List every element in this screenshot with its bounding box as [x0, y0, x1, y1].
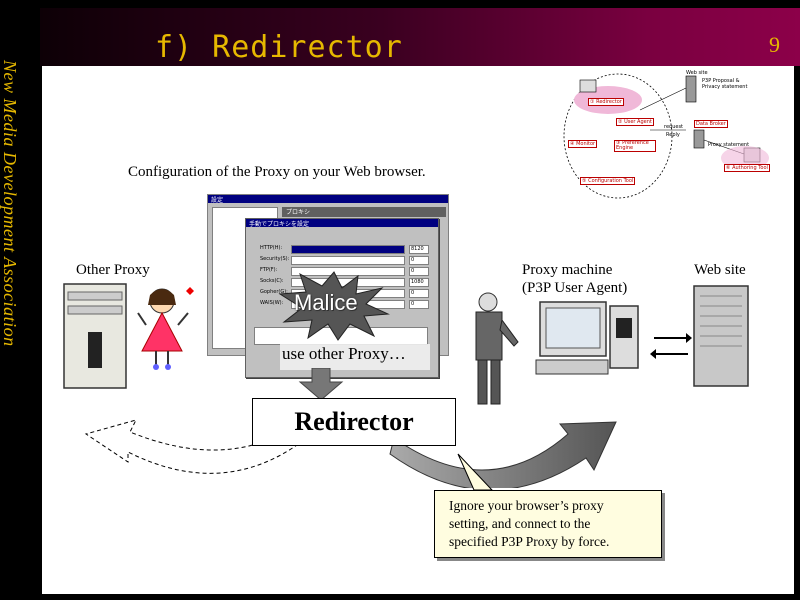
mini-authoring: ⑥ Authoring Tool — [724, 164, 770, 172]
mini-p3p: P3P Proposal & Privacy statement — [702, 78, 748, 90]
page-number: 9 — [769, 32, 780, 57]
solid-curved-arrow-icon — [389, 421, 617, 488]
callout-box: Ignore your browser’s proxy setting, and… — [434, 490, 662, 558]
proxy-row-http[interactable]: HTTP(H): 8120 — [254, 245, 429, 254]
mini-monitor: ④ Monitor — [568, 140, 598, 148]
mini-computer-icon — [579, 79, 597, 93]
proxy-machine-computer-icon — [535, 301, 639, 375]
mini-proxy-statement: Proxy statement — [708, 142, 750, 148]
proxy-row-security[interactable]: Security(S): 0 — [254, 256, 429, 265]
organization-label: New Media Development Association — [0, 60, 20, 347]
mini-preference: ③ Preference Engine — [614, 140, 656, 152]
mini-reply: Reply — [666, 132, 680, 138]
sidebar: New Media Development Association — [0, 0, 40, 600]
proxy-machine-label-1: Proxy machine — [522, 262, 613, 278]
callout-pointer — [457, 453, 494, 491]
mini-request: request — [664, 124, 684, 130]
use-other-bg — [280, 344, 430, 370]
manual-proxy-title: 手動でプロキシを設定 — [246, 219, 438, 228]
dashed-curved-arrow-icon — [84, 419, 305, 474]
slide-title: f) Redirector — [155, 30, 403, 65]
malice-starburst-icon — [278, 271, 390, 341]
mini-server-icon — [685, 75, 697, 103]
bidirectional-arrows-icon — [650, 333, 692, 359]
mini-redirector: ① Redirector — [588, 98, 624, 106]
config-caption: Configuration of the Proxy on your Web b… — [128, 164, 426, 180]
mini-config-tool: ⑤ Configuration Tool — [580, 177, 636, 185]
mini-data-broker: Data Broker — [694, 120, 728, 128]
manual-proxy-dialog: 手動でプロキシを設定 HTTP(H): 8120 Security(S): 0 … — [245, 218, 439, 378]
mini-website: Web site — [686, 70, 708, 76]
callout-line-2: setting, and connect to the — [449, 516, 591, 531]
other-proxy-server-icon — [63, 283, 127, 389]
web-server-icon — [693, 285, 749, 387]
malice-label: Malice — [294, 290, 358, 315]
web-site-label: Web site — [694, 262, 746, 278]
proxy-tab[interactable]: プロキシ — [282, 207, 446, 217]
mini-user-agent: ② User Agent — [616, 118, 654, 126]
proxy-machine-label-2: (P3P User Agent) — [522, 280, 628, 296]
dialog-title: 設定 — [208, 195, 448, 204]
down-arrow-icon — [298, 368, 344, 400]
redirector-box: Redirector — [252, 398, 456, 446]
callout-line-1: Ignore your browser’s proxy — [449, 498, 604, 513]
use-other-proxy-label: use other Proxy… — [282, 344, 406, 363]
other-proxy-label: Other Proxy — [76, 262, 150, 278]
callout-line-3: specified P3P Proxy by force. — [449, 534, 610, 549]
girl-character-icon — [137, 287, 194, 370]
header-band — [40, 8, 800, 66]
proxy-row-ftp[interactable]: FTP(F): 0 — [254, 267, 429, 276]
man-character-icon — [475, 292, 519, 405]
